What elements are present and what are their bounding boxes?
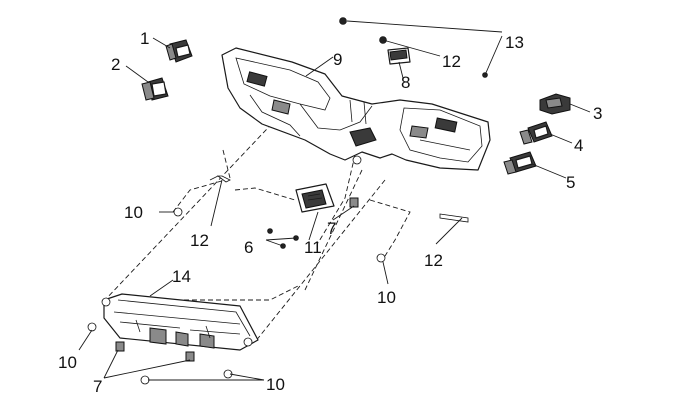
callout-12-top: 12 [442,52,461,71]
nut-7-lower-left [115,341,125,352]
callout-6: 6 [244,238,253,257]
fasteners [87,17,488,385]
callout-10-bottom-right: 10 [266,375,285,394]
callout-12-right: 12 [424,251,443,270]
leader-lines [78,20,591,381]
callout-14: 14 [172,267,191,286]
nut-7-upper [349,197,359,208]
callout-13: 13 [505,33,524,52]
right-switch-5 [503,151,537,175]
callout-12-left: 12 [190,231,209,250]
bolt-13-top [339,17,347,25]
callout-9: 9 [333,50,342,69]
callout-11: 11 [304,238,322,257]
part-11-connector [295,183,335,213]
callout-10-left: 10 [124,203,143,222]
callout-7-lower: 7 [93,377,102,396]
callout-8: 8 [401,73,410,92]
screw-10-left [173,207,183,217]
callout-3: 3 [593,104,602,123]
left-switch-1 [165,39,193,63]
callout-labels: 1 2 3 4 5 6 7 7 8 9 10 10 10 10 11 12 12… [58,29,602,396]
assembly-guide-lines [104,111,411,343]
clip-6a [267,228,273,234]
callout-1: 1 [140,29,149,48]
callout-2: 2 [111,55,120,74]
screw-12-right [439,213,469,223]
screw-10-bottom-mid [140,375,150,385]
right-switch-3 [539,93,571,115]
callout-7-upper: 7 [327,219,336,238]
screw-10-bottom-left [87,322,97,332]
callout-10-bottom-left: 10 [58,353,77,372]
instrument-cluster-14 [101,293,259,351]
left-switch-2 [141,77,169,101]
part-8-bracket [387,47,411,65]
screw-12-left [216,175,231,183]
callout-10-center: 10 [377,288,396,307]
nut-7-lower-right [185,351,195,362]
callout-4: 4 [574,136,583,155]
screw-10-center [376,253,386,263]
right-switch-4 [519,121,553,145]
callout-5: 5 [566,173,575,192]
handlebar-upper-cover [221,47,491,171]
